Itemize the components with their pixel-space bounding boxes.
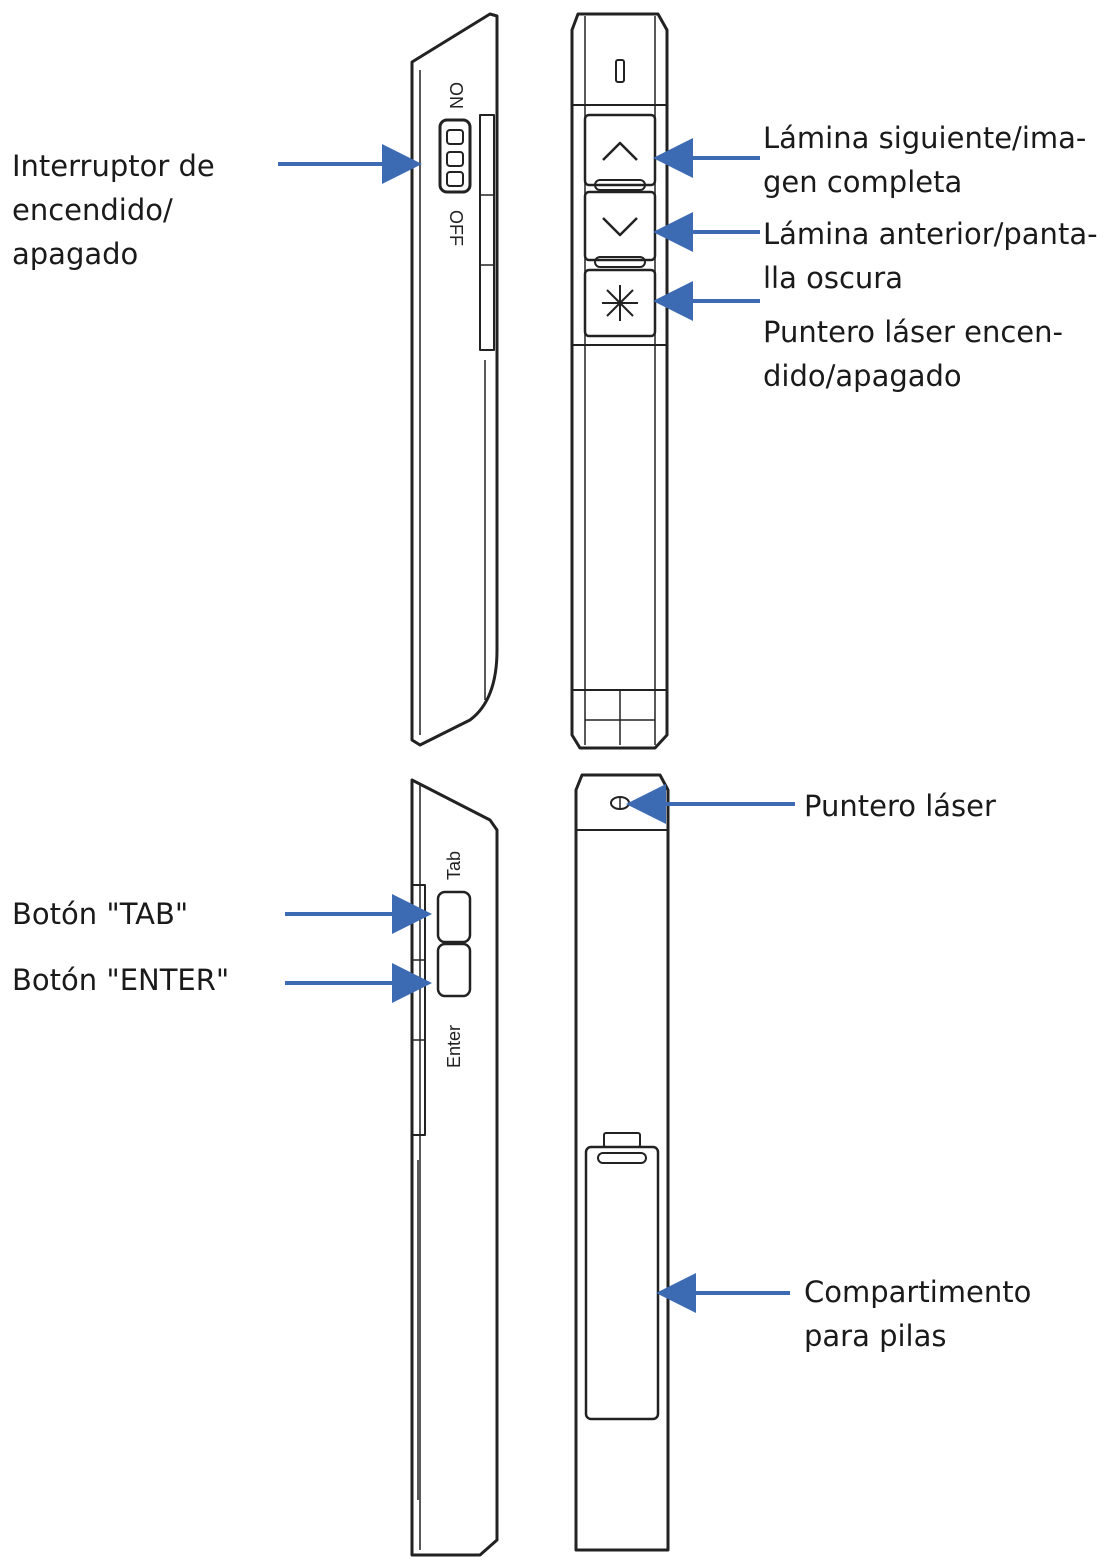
power-switch[interactable] [438,118,472,194]
on-label: ON [446,82,466,109]
device-side-view-top [410,12,499,747]
device-side-view-bottom [410,778,499,1557]
tab-label: Tab [444,851,464,880]
label-prev-slide: Lámina anterior/panta-lla oscura [763,217,1098,295]
label-tab-button: Botón "TAB" [12,897,189,931]
battery-cover[interactable] [584,1132,660,1421]
chevron-down-icon [602,217,638,237]
device-back-view [574,773,670,1552]
label-next-slide: Lámina siguiente/ima-gen completa [763,121,1087,199]
laser-star-icon [602,285,638,321]
enter-label: Enter [444,1025,464,1068]
tab-button[interactable] [436,890,472,944]
off-label: OFF [446,210,466,246]
label-enter-button: Botón "ENTER" [12,963,230,997]
prev-slide-button[interactable] [583,190,657,262]
next-slide-button[interactable] [583,113,657,187]
label-laser-pointer: Puntero láser [804,789,996,823]
enter-button[interactable] [436,942,472,998]
chevron-up-icon [602,141,638,161]
device-front-view [570,12,669,750]
label-laser-toggle: Puntero láser encen-dido/apagado [763,315,1063,393]
